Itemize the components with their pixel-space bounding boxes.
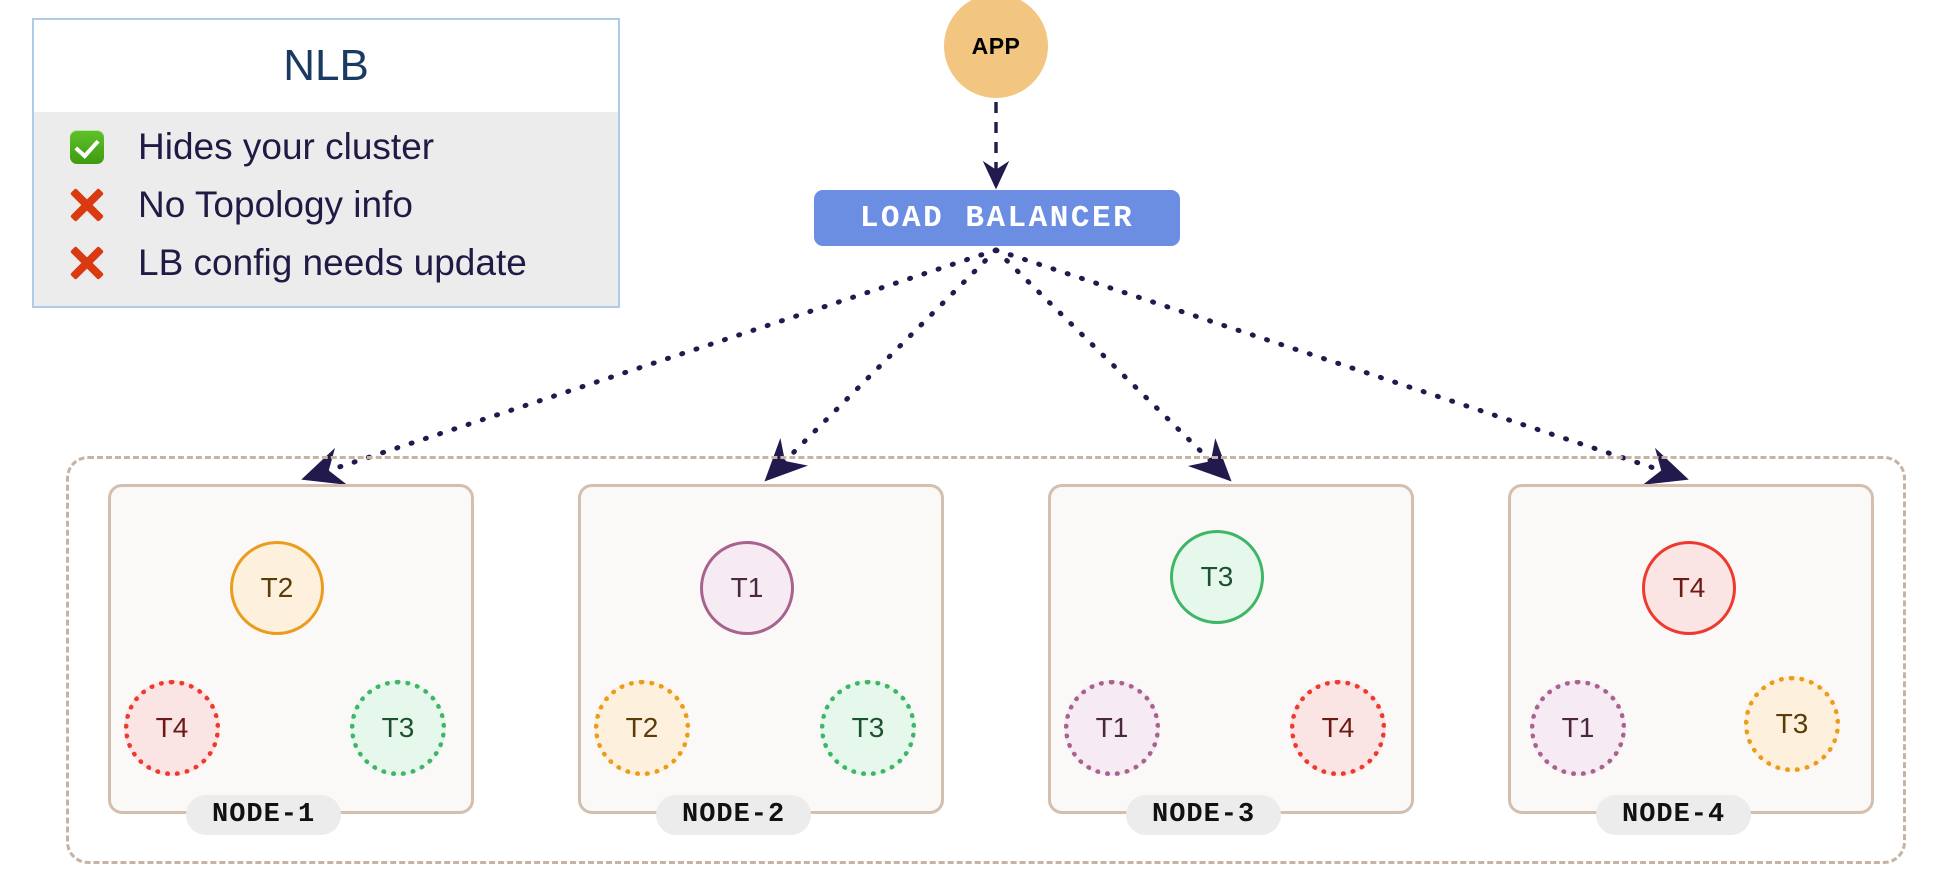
- topic-leader-node-2[interactable]: T1: [700, 541, 794, 635]
- topic-leader-node-3[interactable]: T3: [1170, 530, 1264, 624]
- node-label-2: NODE-2: [656, 795, 812, 835]
- topic-replica-node-1-b[interactable]: T3: [350, 680, 446, 776]
- edge-lb-to-node-4: [993, 247, 1689, 485]
- topic-leader-node-1[interactable]: T2: [230, 541, 324, 635]
- legend-row-lb-config: LB config needs update: [34, 234, 618, 292]
- legend-body: Hides your cluster No Topology info LB c…: [34, 112, 618, 306]
- topic-leader-node-4[interactable]: T4: [1642, 541, 1736, 635]
- cluster-boundary: [66, 456, 1906, 864]
- legend-title: NLB: [34, 20, 618, 112]
- legend-row-label: Hides your cluster: [138, 126, 435, 167]
- topic-replica-node-3-b[interactable]: T4: [1290, 680, 1386, 776]
- legend-row-label: No Topology info: [138, 184, 413, 225]
- topic-replica-node-1-a[interactable]: T4: [124, 680, 220, 776]
- topic-replica-node-2-a[interactable]: T2: [594, 680, 690, 776]
- topic-replica-node-3-a[interactable]: T1: [1064, 680, 1160, 776]
- node-label-4: NODE-4: [1596, 795, 1752, 835]
- app-client-node: APP: [944, 0, 1048, 98]
- legend-row-no-topology: No Topology info: [34, 176, 618, 234]
- cross-icon: [56, 187, 118, 223]
- legend-row-label: LB config needs update: [138, 242, 527, 283]
- edge-lb-to-node-2: [764, 247, 999, 482]
- edge-lb-to-node-3: [993, 247, 1232, 482]
- topic-replica-node-2-b[interactable]: T3: [820, 680, 916, 776]
- node-label-1: NODE-1: [186, 795, 342, 835]
- load-balancer-box: LOAD BALANCER: [814, 190, 1180, 246]
- topic-replica-node-4-b[interactable]: T3: [1744, 676, 1840, 772]
- cross-icon: [56, 245, 118, 281]
- check-icon: [56, 130, 118, 164]
- topic-replica-node-4-a[interactable]: T1: [1530, 680, 1626, 776]
- node-label-3: NODE-3: [1126, 795, 1282, 835]
- legend-row-hides-cluster: Hides your cluster: [34, 118, 618, 176]
- nlb-legend-card: NLB Hides your cluster No Topology info …: [32, 18, 620, 308]
